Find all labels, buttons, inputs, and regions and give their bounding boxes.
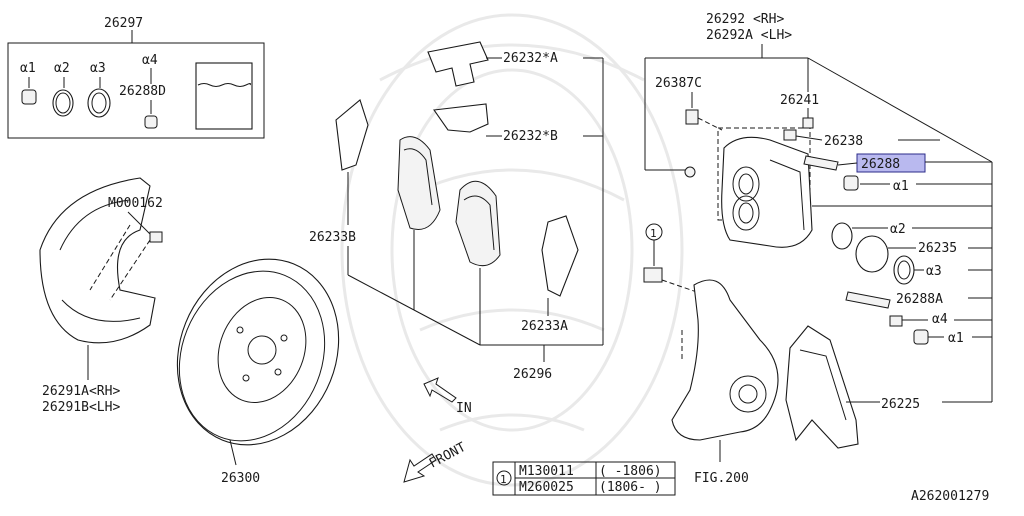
bolt-table-ref: 1 [500,473,507,486]
bolt-table: 1 M130011 ( -1806) M260025 (1806- ) [492,461,676,496]
watermark-emblem [340,13,684,487]
rotor-part [176,258,340,446]
dust-shield-part [39,177,156,344]
callout-26232B: 26232*B [503,129,558,144]
callout-a3-top: α3 [90,61,106,76]
bolt-table-row2-range: (1806- ) [599,480,662,495]
callout-26233A: 26233A [521,319,568,334]
caliper-group: 26292 <RH> 26292A <LH> 26387C 26241 2623… [644,12,993,412]
guide-pin-part [803,155,839,171]
sleeve-lower-part [889,315,903,327]
bracket-group [785,325,880,449]
piston-part [855,235,889,273]
callout-26225: 26225 [881,397,920,412]
callout-26292: 26292 <RH> [706,12,784,27]
callout-26300: 26300 [221,471,260,486]
callout-a2-top: α2 [54,61,70,76]
seal-kit-group: 26297 α1 α2 α3 α4 26288D [7,16,265,139]
callout-26387C: 26387C [655,76,702,91]
bracket-part [785,325,859,449]
shim-b-part [335,99,369,171]
callout-26297: 26297 [104,16,143,31]
shield-bolt-part [149,231,163,243]
callout-26232A: 26232*A [503,51,558,66]
callout-a4: α4 [932,312,948,327]
callout-26288D: 26288D [119,84,166,99]
callout-a4-top: α4 [142,53,158,68]
boot-lower-part [913,329,929,345]
callout-M000162: M000162 [108,196,163,211]
inner-pad-part [397,136,441,230]
callout-a3: α3 [926,264,942,279]
bolt-table-row1-part: M130011 [519,464,574,479]
callout-26288A: 26288A [896,292,943,307]
callout-a2: α2 [890,222,906,237]
callout-26292A: 26292A <LH> [706,28,792,43]
in-direction-arrow: IN [423,377,472,416]
sleeve-part [144,115,158,129]
callout-26291A: 26291A<RH> [42,384,120,399]
bolt-table-row2-part: M260025 [519,480,574,495]
clip-b-part [433,103,489,133]
callout-26288-highlighted[interactable]: 26288 [861,157,900,172]
bleeder-part [685,109,699,125]
callout-26235: 26235 [918,241,957,256]
pad-set-group: 26232*A 26232*B 26233B 26233A 26296 [309,41,604,382]
in-label: IN [456,401,472,416]
callout-26238: 26238 [824,134,863,149]
diagram-id: A262001279 [911,489,989,504]
dust-seal-lower-part [893,255,915,285]
knuckle-bolt-part [643,267,663,283]
guide-pin-lower-part [845,291,891,309]
knuckle-bolt-ref: 1 [650,227,657,240]
clip-a-part [427,41,489,87]
callout-a1-lower: α1 [948,331,964,346]
piston-seal-part [831,222,853,250]
bleeder-cap-part [802,117,814,129]
shim-a-part [541,215,579,297]
callout-a1: α1 [893,179,909,194]
rotor-group: 26300 [176,258,340,486]
callout-26241: 26241 [780,93,819,108]
callout-a1-top: α1 [20,61,36,76]
knuckle-group: 1 FIG.200 [643,223,779,486]
callout-26233B: 26233B [309,230,356,245]
callout-26296: 26296 [513,367,552,382]
callout-fig200: FIG.200 [694,471,749,486]
caliper-body-part [721,136,813,248]
outer-pad-part [455,180,501,267]
knuckle-part [671,279,779,441]
dust-shield-group: M000162 26291A<RH> 26291B<LH> [39,177,163,415]
pin-top-part [783,129,797,141]
bolt-table-row1-range: ( -1806) [599,464,662,479]
callout-26291B: 26291B<LH> [42,400,120,415]
front-direction-arrow: FRONT [403,440,469,483]
boot-part [21,89,37,105]
grease-sachet [195,62,253,130]
boot-upper-part [843,175,859,191]
